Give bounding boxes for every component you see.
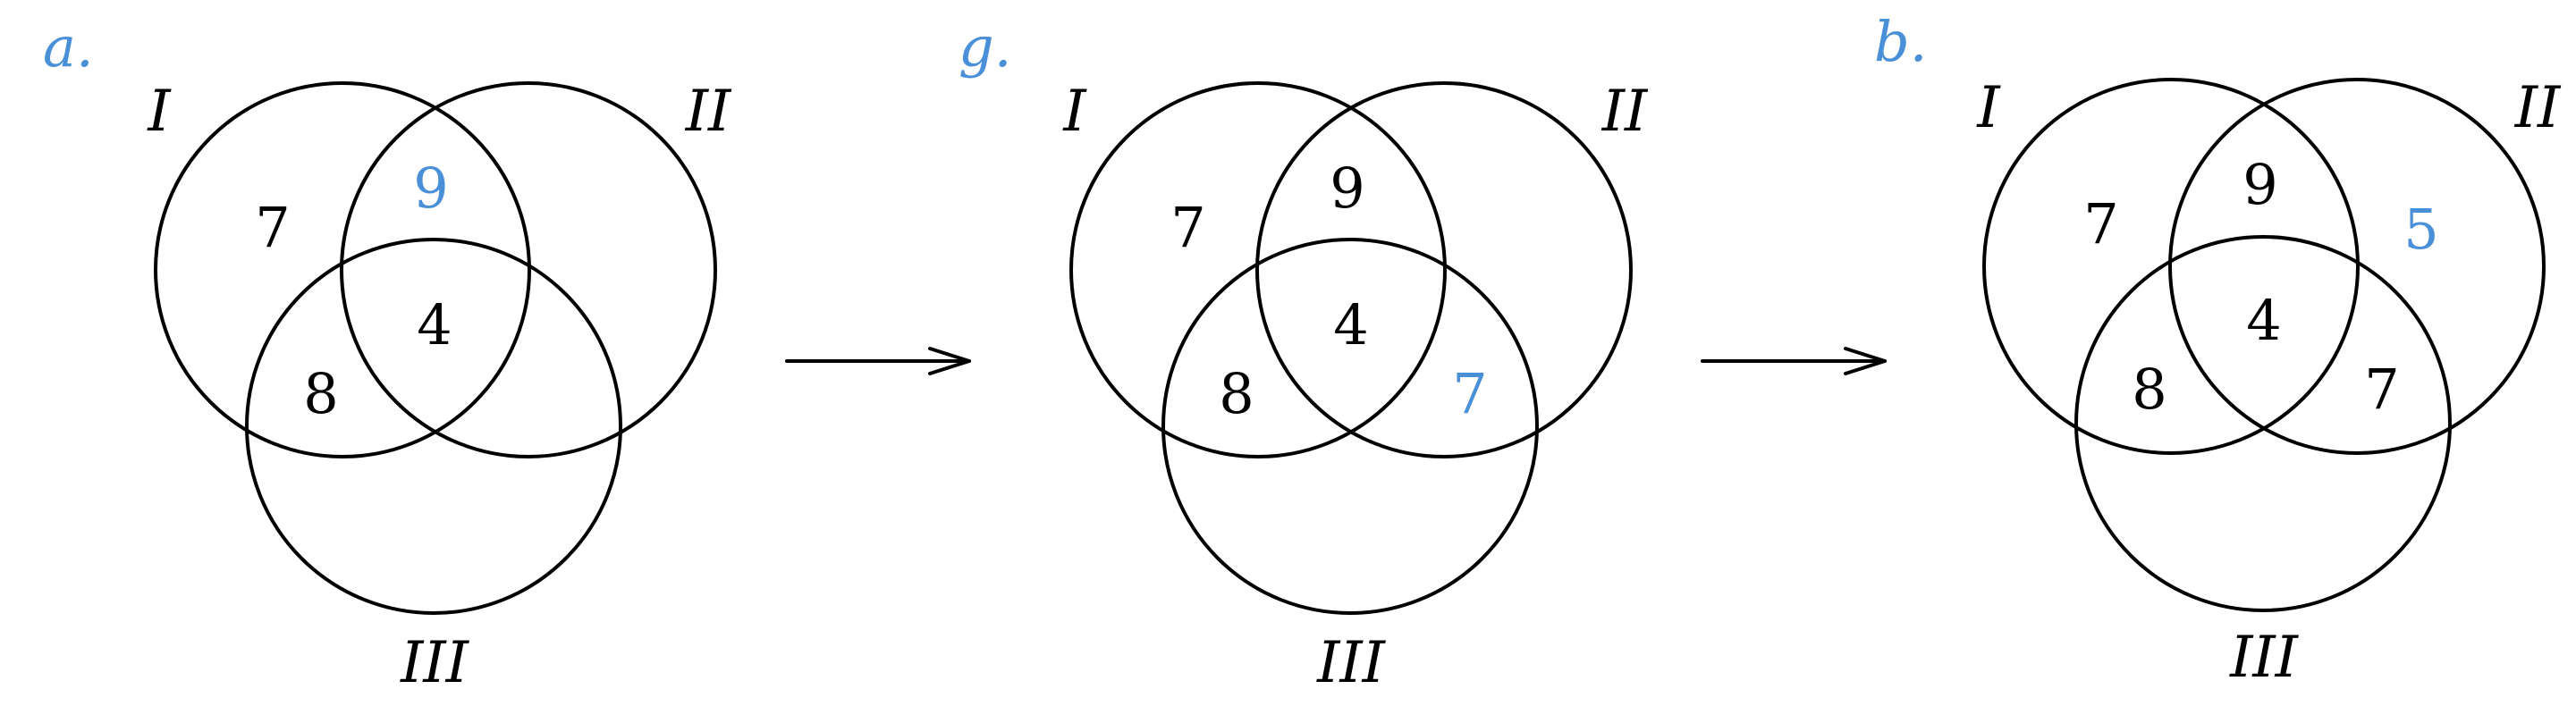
circle-set-I xyxy=(1982,78,2360,455)
region-I-III-value: 8 xyxy=(1219,361,1254,426)
venn-panel-a: a. I II III 7 9 4 8 xyxy=(43,14,732,696)
region-I-II-value: 9 xyxy=(1330,156,1364,221)
region-II-only-value: 5 xyxy=(2403,197,2438,262)
region-I-II-value: 9 xyxy=(413,156,448,221)
region-I-III-value: 8 xyxy=(303,361,338,426)
panel-letter-a: a. xyxy=(43,14,94,80)
circle-set-III xyxy=(2074,235,2452,612)
region-I-only-value: 7 xyxy=(255,195,290,260)
circle-set-II xyxy=(340,81,717,458)
arrow-right-icon xyxy=(785,347,971,375)
circle-set-II xyxy=(1255,81,1633,458)
set-label-II: II xyxy=(1601,79,1649,145)
region-I-II-value: 9 xyxy=(2242,152,2277,217)
circle-set-III xyxy=(245,238,622,615)
arrow-right-icon xyxy=(1701,347,1887,375)
region-I-only-value: 7 xyxy=(1170,195,1205,260)
region-II-III-value: 7 xyxy=(2364,357,2399,422)
region-I-only-value: 7 xyxy=(2083,191,2118,256)
circle-set-I xyxy=(154,81,531,458)
set-label-III: III xyxy=(400,630,470,696)
venn-panel-g: g. I II III 7 9 4 8 7 xyxy=(959,14,1649,696)
region-center-value: 4 xyxy=(1333,292,1368,357)
region-I-III-value: 8 xyxy=(2132,357,2166,422)
region-center-value: 4 xyxy=(417,292,452,357)
circle-set-I xyxy=(1069,81,1447,458)
region-II-III-value: 7 xyxy=(1452,361,1487,426)
region-center-value: 4 xyxy=(2246,288,2281,353)
set-label-III: III xyxy=(1316,630,1387,696)
circle-set-III xyxy=(1161,238,1539,615)
circle-set-II xyxy=(2168,78,2546,455)
panel-letter-b: b. xyxy=(1874,9,1927,74)
set-label-II: II xyxy=(685,79,732,145)
set-label-II: II xyxy=(2514,75,2562,141)
set-label-III: III xyxy=(2229,625,2300,691)
set-label-I: I xyxy=(1976,75,2001,141)
set-label-I: I xyxy=(1062,79,1087,145)
venn-panel-b: b. I II III 7 9 5 4 8 7 xyxy=(1874,9,2562,691)
set-label-I: I xyxy=(147,79,172,145)
panel-letter-g: g. xyxy=(959,14,1011,80)
